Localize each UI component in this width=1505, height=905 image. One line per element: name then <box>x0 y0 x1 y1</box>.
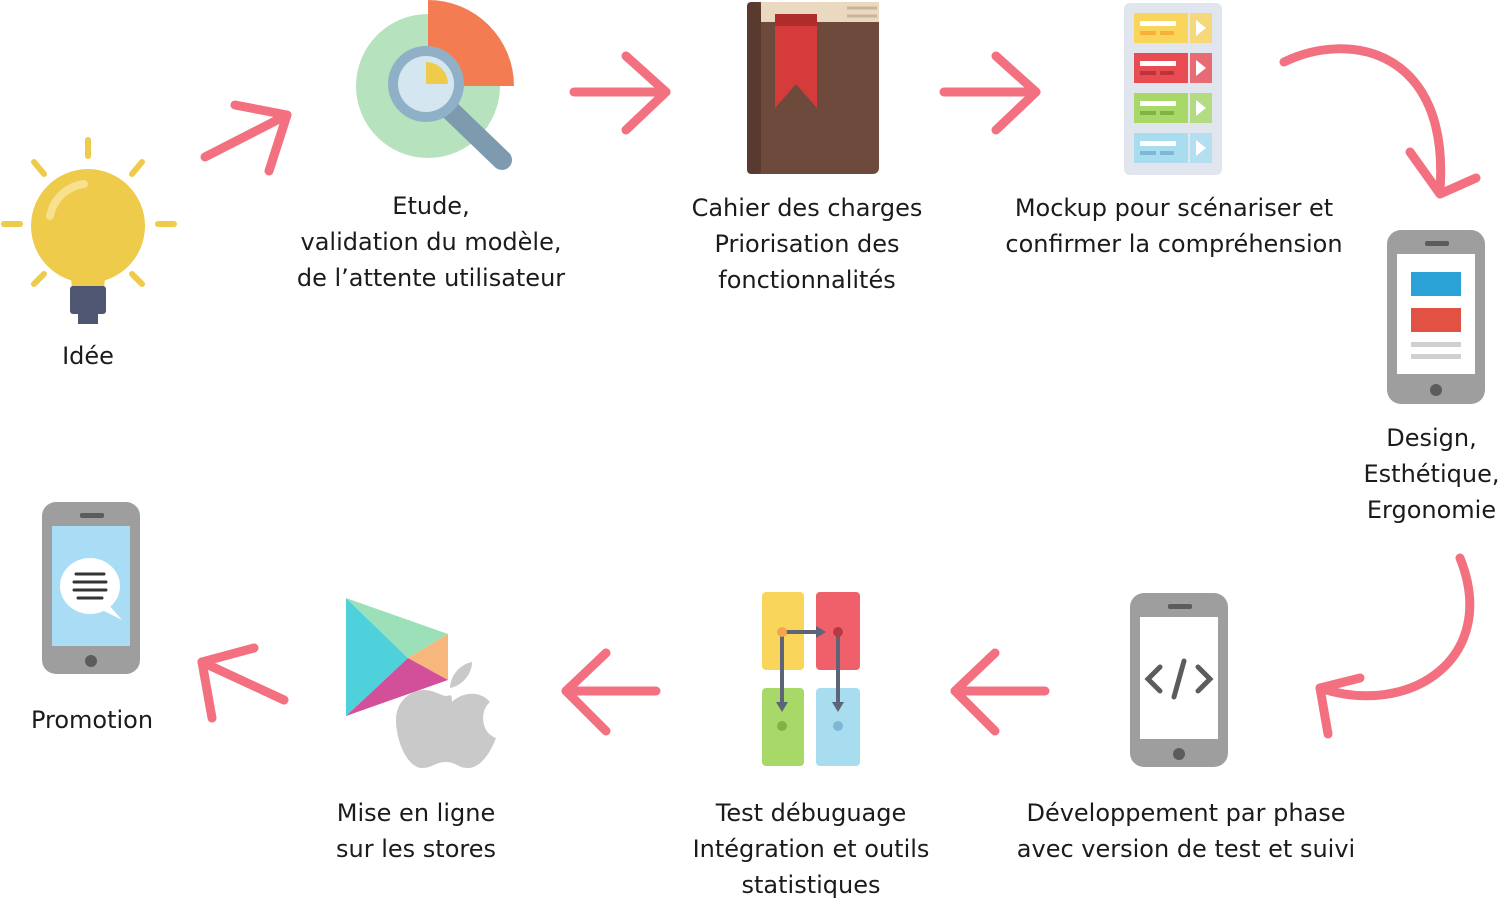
step-label-mockup: Mockup pour scénariser et confirmer la c… <box>984 190 1364 262</box>
label-line: fonctionnalités <box>718 266 896 294</box>
label-line: Mockup pour scénariser et <box>1014 194 1334 222</box>
step-label-promotion: Promotion <box>14 702 170 738</box>
arrow-cahier-to-mockup <box>939 51 1041 135</box>
design-phone-icon <box>1387 230 1485 404</box>
label-line: Mise en ligne <box>336 799 496 827</box>
step-label-etude: Etude, validation du modèle, de l’attent… <box>268 188 594 296</box>
label-line: Priorisation des <box>714 230 900 258</box>
label-line: Ergonomie <box>1366 496 1497 524</box>
label-line: Promotion <box>30 706 154 734</box>
label-line: Développement par phase <box>1026 799 1346 827</box>
label-line: Test débuguage <box>715 799 907 827</box>
lightbulb-icon <box>1 137 177 324</box>
label-line: Intégration et outils <box>692 835 930 863</box>
arrow-dev-to-test <box>950 648 1050 736</box>
step-label-test: Test débuguage Intégration et outils sta… <box>672 795 950 903</box>
label-line: Idée <box>62 342 114 370</box>
arrow-design-to-dev <box>1315 553 1475 739</box>
label-line: validation du modèle, <box>300 228 562 256</box>
arrow-mockup-to-design <box>1279 44 1481 199</box>
step-label-cahier: Cahier des charges Priorisation des fonc… <box>672 190 942 298</box>
step-label-mise-en-ligne: Mise en ligne sur les stores <box>318 795 514 867</box>
arrow-idee-to-etude <box>200 100 292 176</box>
arrow-stores-to-promotion <box>197 643 289 723</box>
label-line: Cahier des charges <box>691 194 923 222</box>
step-label-design: Design, Esthétique, Ergonomie <box>1358 420 1505 528</box>
mockup-screens-icon <box>1124 3 1222 175</box>
label-line: de l’attente utilisateur <box>296 264 566 292</box>
label-line: avec version de test et suivi <box>1016 835 1356 863</box>
code-phone-icon <box>1130 593 1228 767</box>
label-line: Etude, <box>392 192 470 220</box>
debug-flow-icon <box>762 592 860 766</box>
specification-book-icon <box>747 2 879 174</box>
step-label-idee: Idée <box>28 338 148 374</box>
step-label-developpement: Développement par phase avec version de … <box>996 795 1376 867</box>
arrow-test-to-stores <box>561 648 661 736</box>
promotion-phone-icon <box>42 502 140 674</box>
app-stores-icon <box>346 598 496 768</box>
label-line: Esthétique, <box>1363 460 1500 488</box>
label-line: confirmer la compréhension <box>1005 230 1343 258</box>
label-line: statistiques <box>741 871 881 899</box>
arrow-etude-to-cahier <box>569 51 671 135</box>
label-line: sur les stores <box>336 835 496 863</box>
analysis-magnifier-icon <box>356 0 514 170</box>
label-line: Design, <box>1386 424 1477 452</box>
